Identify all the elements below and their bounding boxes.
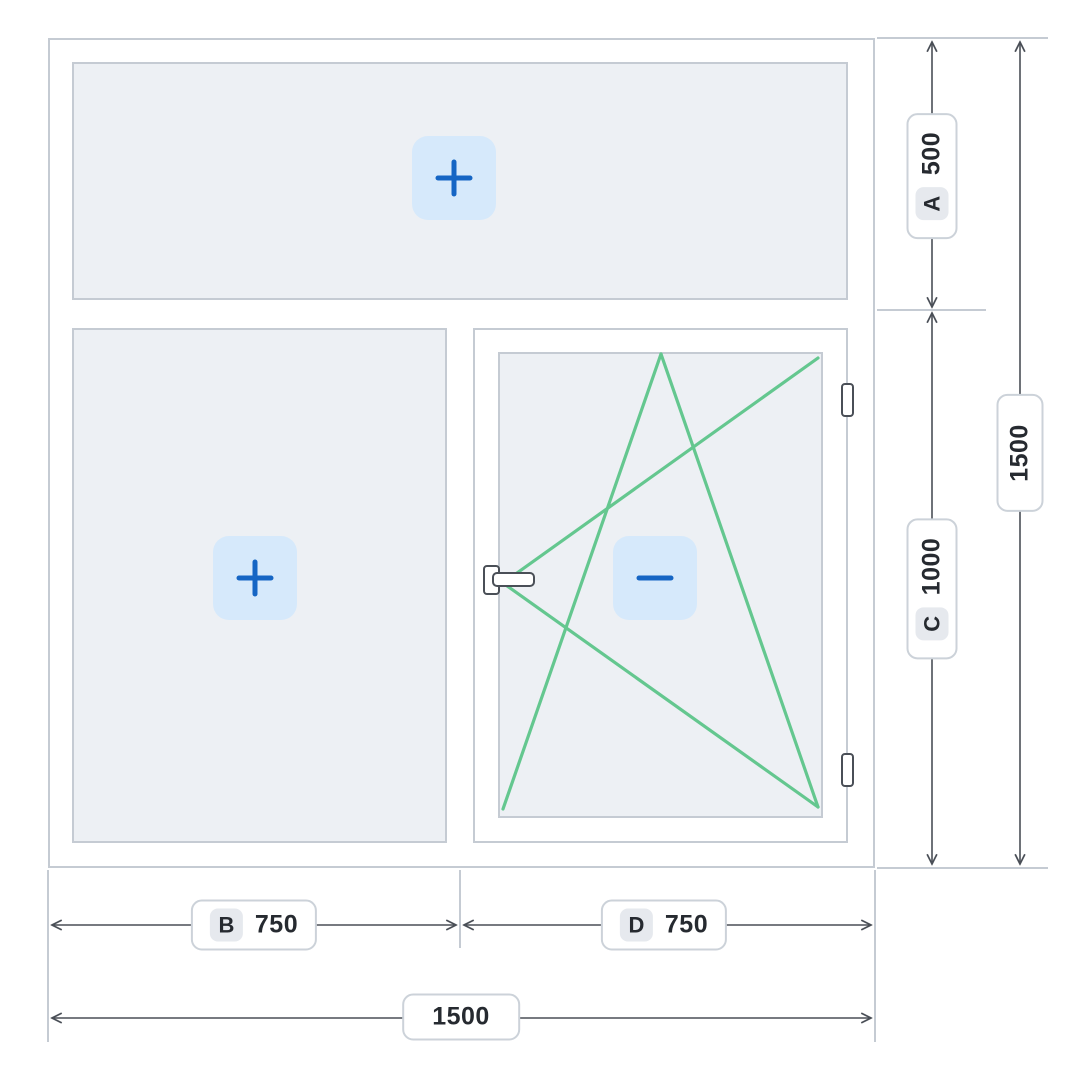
dimension-d-value: 750 [664, 910, 709, 939]
dimension-a-badge: A [915, 187, 949, 221]
dimension-c-value: 1000 [917, 537, 946, 596]
add-pane-button-top[interactable] [412, 136, 496, 220]
remove-sash-button-bottom-right[interactable] [613, 536, 697, 620]
dimension-c-badge: C [915, 607, 949, 641]
dimension-b: B 750 [190, 899, 318, 951]
dimension-a: A 500 [906, 112, 958, 240]
dimension-total-height: 1500 [996, 394, 1044, 512]
dimension-c: C 1000 [906, 518, 958, 660]
dimension-total-height-value: 1500 [1005, 424, 1034, 482]
dimension-d: D 750 [600, 899, 728, 951]
plus-icon [236, 559, 274, 597]
add-pane-button-bottom-left[interactable] [213, 536, 297, 620]
dimension-total-width: 1500 [402, 993, 520, 1041]
dimension-total-width-value: 1500 [432, 1002, 490, 1031]
dimension-a-value: 500 [917, 131, 946, 176]
dimension-b-badge: B [209, 908, 243, 942]
plus-icon [435, 159, 473, 197]
minus-icon [636, 575, 674, 581]
dimension-d-badge: D [619, 908, 653, 942]
dimension-b-value: 750 [254, 910, 299, 939]
